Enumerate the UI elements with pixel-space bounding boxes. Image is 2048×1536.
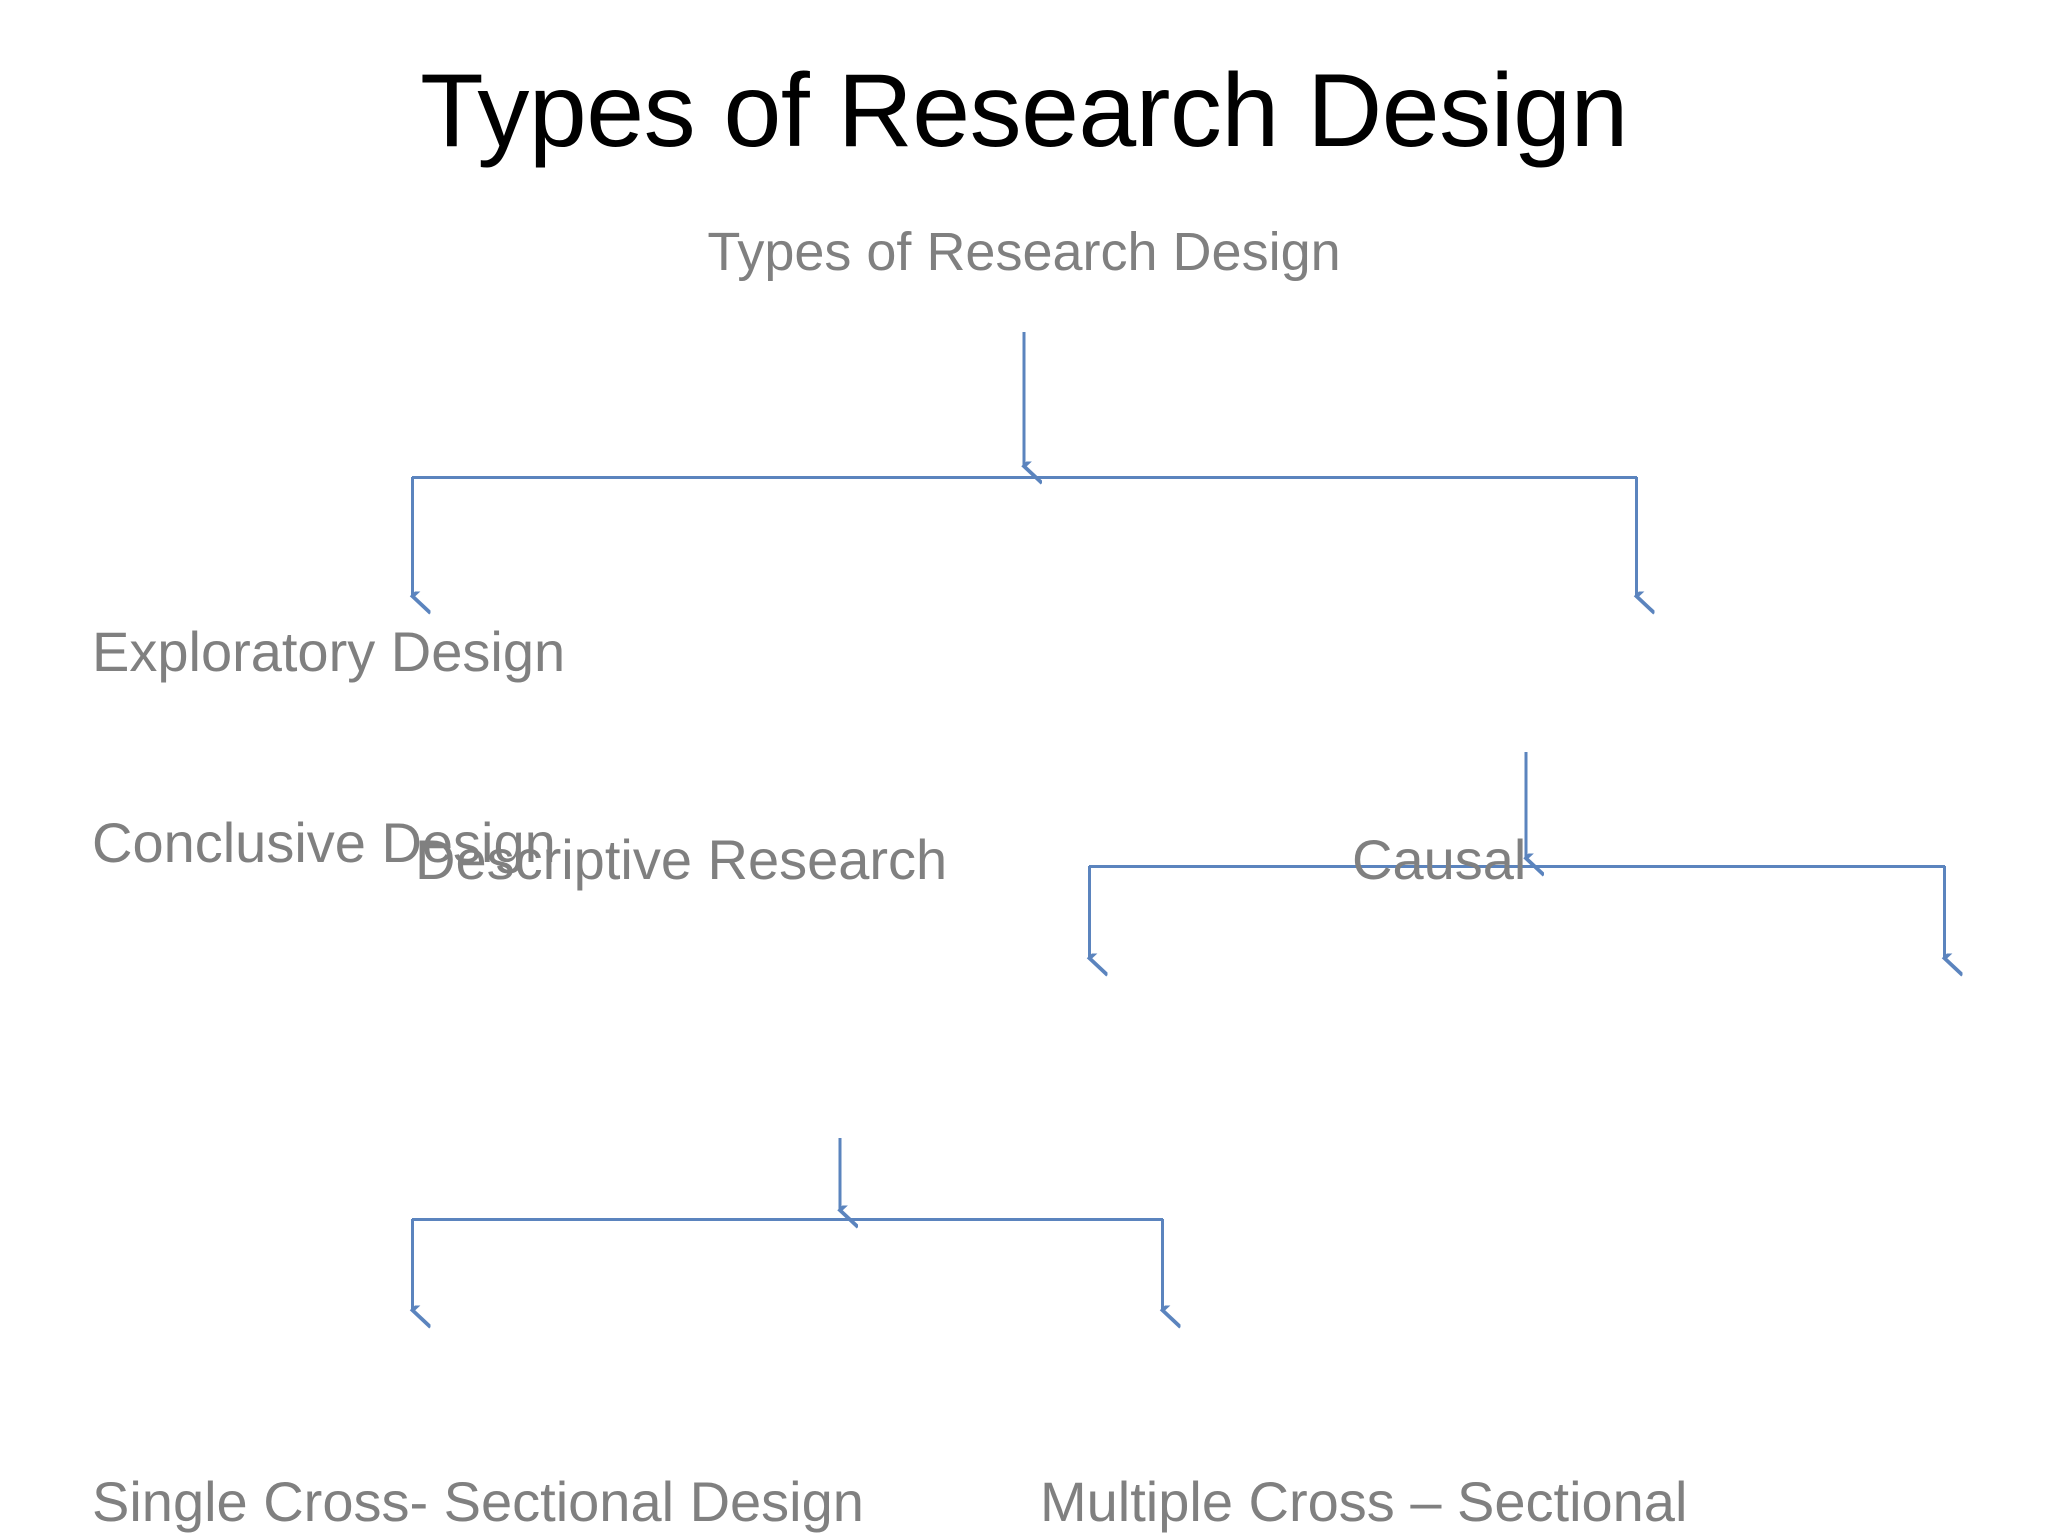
diagram-root-label: Types of Research Design	[707, 222, 1341, 282]
label-descriptive-research: Descriptive Research	[415, 828, 948, 891]
label-conclusive-design: Conclusive Design	[92, 811, 556, 875]
leaf-single-cross-sectional: Single Cross- Sectional Design Research …	[92, 1342, 864, 1536]
leaf-multiple-cross-sectional: Multiple Cross – Sectional Research Desi…	[1040, 1342, 1687, 1536]
connector-level-3	[412, 1138, 1163, 1310]
label-exploratory-design: Exploratory Design	[92, 619, 566, 683]
leaf-single-line-1: Single Cross- Sectional Design	[92, 1469, 864, 1533]
label-causal: Causal	[1352, 828, 1527, 891]
level1-labels: Exploratory Design Conclusive Design	[92, 492, 565, 1003]
slide-title: Types of Research Design	[420, 53, 1628, 169]
connector-level-1	[412, 332, 1637, 596]
leaf-multiple-line-1: Multiple Cross – Sectional	[1040, 1469, 1688, 1533]
